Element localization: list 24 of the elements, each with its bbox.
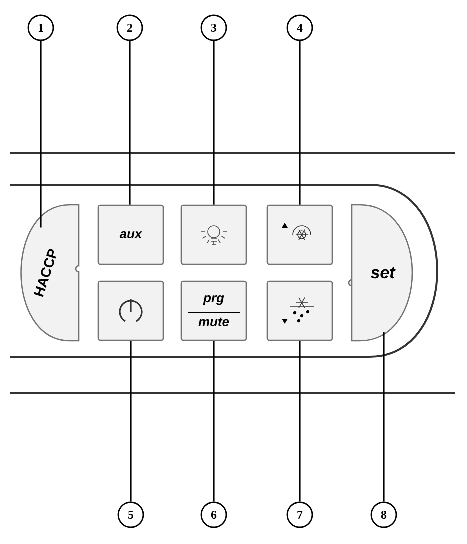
prg-mute-button: prg mute bbox=[180, 280, 248, 342]
callout-number: 1 bbox=[28, 14, 54, 42]
leader-line bbox=[383, 332, 385, 502]
callout-number: 8 bbox=[370, 502, 398, 528]
key-button bbox=[98, 280, 164, 342]
key-button bbox=[266, 204, 334, 266]
aux-button: aux bbox=[98, 204, 164, 266]
leader-line bbox=[299, 41, 301, 205]
callout-number: 5 bbox=[118, 502, 144, 528]
leader-line bbox=[299, 341, 301, 502]
key-button bbox=[266, 280, 334, 342]
callout-number: 3 bbox=[200, 14, 228, 42]
haccp-button: HACCP bbox=[20, 204, 80, 342]
leader-line bbox=[213, 41, 215, 205]
callout-number: 6 bbox=[200, 502, 228, 528]
leader-line bbox=[213, 341, 215, 502]
leader-line bbox=[129, 41, 131, 205]
leader-line bbox=[130, 341, 132, 502]
set-button: set bbox=[348, 204, 414, 342]
leader-line bbox=[40, 41, 42, 228]
callout-number: 7 bbox=[286, 502, 314, 528]
callout-number: 2 bbox=[116, 14, 144, 42]
key-button bbox=[180, 204, 248, 266]
callout-number: 4 bbox=[286, 14, 314, 42]
